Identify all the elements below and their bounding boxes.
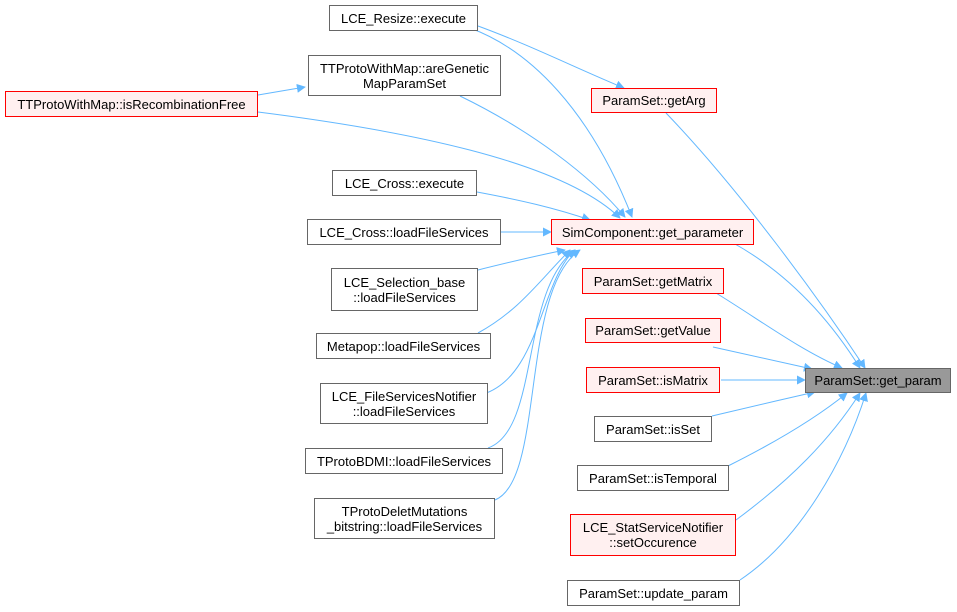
edge-getmatrix-to-get-param (715, 292, 843, 369)
edge-resize-to-getarg (477, 25, 625, 90)
node-paramset-is-set[interactable]: ParamSet::isSet (594, 416, 712, 442)
node-metapop-load-file-services[interactable]: Metapop::loadFileServices (316, 333, 491, 359)
node-lce-file-services-notifier-load[interactable]: LCE_FileServicesNotifier::loadFileServic… (320, 383, 488, 424)
edge-selection-to-get-parameter (477, 247, 566, 271)
edge-isset-to-get-param (711, 389, 816, 417)
node-tproto-delet-mutations-load[interactable]: TProtoDeletMutations_bitstring::loadFile… (314, 498, 495, 539)
edge-metapop-to-get-parameter (477, 249, 571, 334)
node-paramset-update-param[interactable]: ParamSet::update_param (567, 580, 740, 606)
node-lce-stat-service-notifier-set-occurence[interactable]: LCE_StatServiceNotifier::setOccurence (570, 514, 736, 556)
edge-update-param-to-get-param (739, 392, 868, 581)
edge-isrecomb-to-get-parameter (257, 111, 621, 219)
edge-isrecomb-to-aregenetic (257, 83, 306, 96)
edge-setoccurence-to-get-param (735, 392, 861, 521)
node-paramset-get-value[interactable]: ParamSet::getValue (585, 318, 721, 343)
node-lce-cross-load-file-services[interactable]: LCE_Cross::loadFileServices (307, 219, 501, 245)
node-lce-cross-execute[interactable]: LCE_Cross::execute (332, 170, 477, 196)
node-lce-resize-execute[interactable]: LCE_Resize::execute (329, 5, 478, 31)
node-paramset-is-temporal[interactable]: ParamSet::isTemporal (577, 465, 729, 491)
node-paramset-get-arg[interactable]: ParamSet::getArg (591, 88, 717, 113)
node-paramset-is-matrix[interactable]: ParamSet::isMatrix (586, 367, 720, 393)
node-paramset-get-param-selected: ParamSet::get_param (805, 368, 951, 393)
edge-bdmi-to-get-parameter (487, 249, 576, 449)
node-simcomponent-get-parameter[interactable]: SimComponent::get_parameter (551, 219, 754, 245)
edge-aregenetic-to-get-parameter (459, 95, 626, 218)
node-paramset-get-matrix[interactable]: ParamSet::getMatrix (582, 268, 724, 294)
edge-getvalue-to-get-param (712, 346, 813, 372)
edge-cross-execute-to-get-parameter (476, 191, 591, 222)
edge-resize-to-get-parameter (469, 27, 634, 218)
node-lce-selection-base-load-file-services[interactable]: LCE_Selection_base::loadFileServices (331, 268, 478, 311)
node-ttproto-is-recombination-free[interactable]: TTProtoWithMap::isRecombinationFree (5, 91, 258, 117)
edge-istemporal-to-get-param (727, 392, 848, 467)
edge-delet-to-get-parameter (494, 249, 581, 501)
edge-get-parameter-to-get-param (734, 243, 861, 369)
node-tproto-bdmi-load-file-services[interactable]: TProtoBDMI::loadFileServices (305, 448, 503, 474)
edge-getarg-to-get-param (665, 112, 866, 369)
